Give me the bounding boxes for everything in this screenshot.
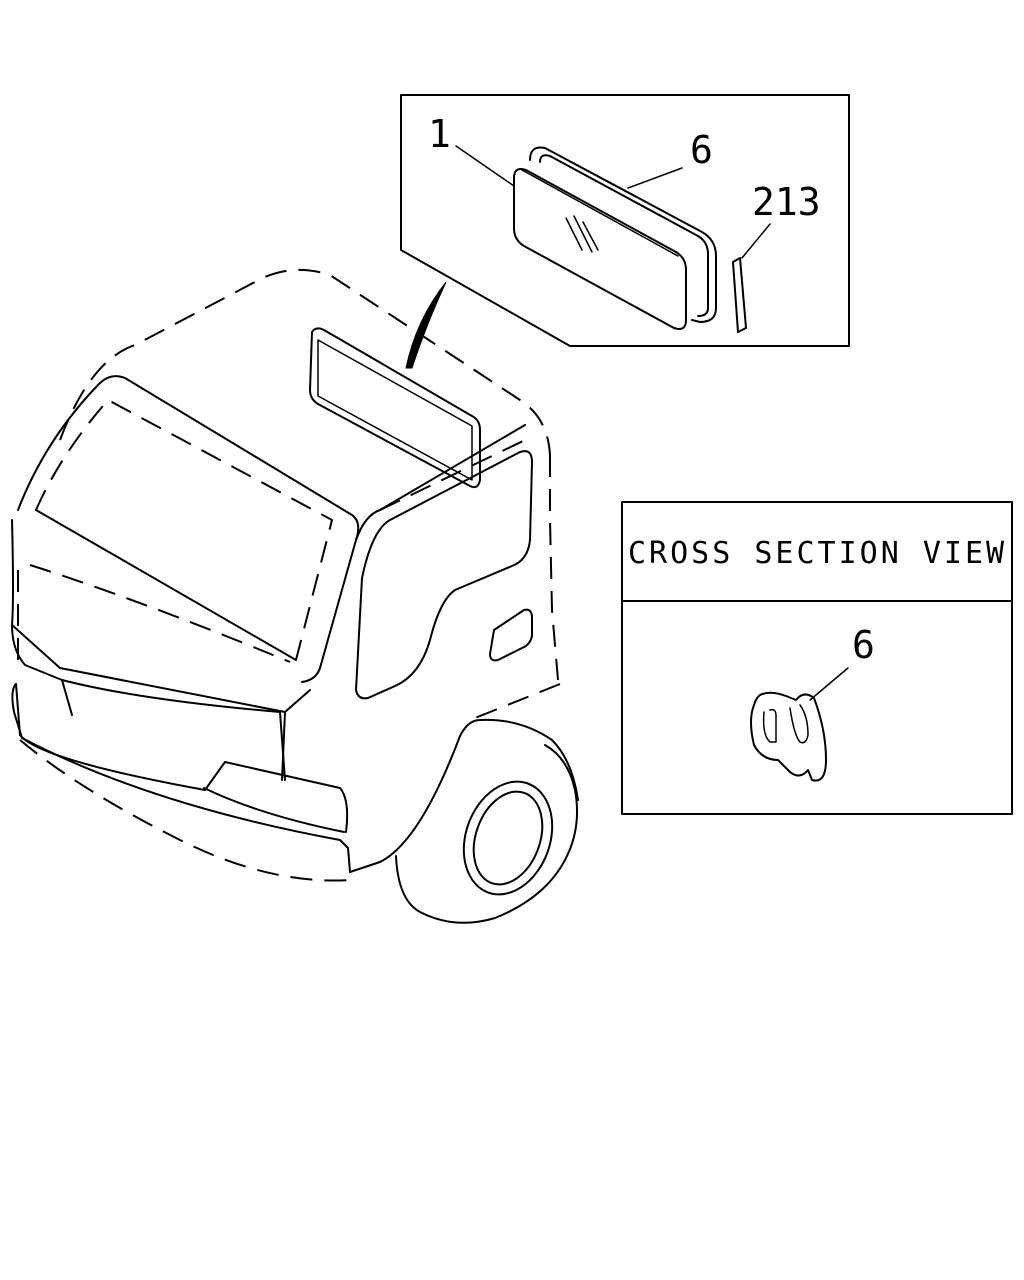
weatherstrip-profile xyxy=(750,691,827,782)
cross-section-frame xyxy=(621,501,1013,815)
roof-window-inner xyxy=(317,339,473,481)
front-wheel-hub xyxy=(472,790,544,886)
bumper-lower xyxy=(19,739,351,882)
weatherstrip-part xyxy=(529,146,717,323)
door-window xyxy=(355,450,533,700)
roof-window-outer xyxy=(309,327,481,489)
front-left-corner xyxy=(11,624,73,716)
glass-reflection-mark xyxy=(565,215,599,253)
windshield-frame xyxy=(17,375,360,683)
glass-part xyxy=(513,168,687,330)
leader-line-6 xyxy=(627,167,683,189)
detail-box-frame xyxy=(400,94,850,347)
weatherstrip-profile-channel xyxy=(762,704,809,744)
filler-strip-part xyxy=(732,257,747,333)
front-wheel-tire xyxy=(395,744,578,924)
cab-floor-line xyxy=(469,683,561,721)
front-face xyxy=(15,683,349,833)
windshield-glass xyxy=(35,398,334,661)
front-bumper xyxy=(11,683,351,873)
glass-part-edge xyxy=(521,169,679,257)
callout-filler: 213 xyxy=(752,180,821,224)
cross-section-box: CROSS SECTION VIEW 6 xyxy=(621,501,1013,815)
front-wheel-rim xyxy=(462,780,554,896)
callout-weatherstrip: 6 xyxy=(690,128,713,172)
windshield-lower-edge xyxy=(35,509,297,661)
truck-cab-illustration xyxy=(11,268,579,924)
hood-upper-line xyxy=(11,519,311,713)
detail-pointer xyxy=(405,281,447,369)
cross-section-title: CROSS SECTION VIEW xyxy=(628,536,1007,571)
callout-section-part: 6 xyxy=(852,623,875,667)
cab-side-front-edge xyxy=(281,711,286,781)
leader-line-1 xyxy=(455,145,515,187)
grille-upper xyxy=(61,679,286,781)
door-handle xyxy=(489,608,533,662)
callout-glass: 1 xyxy=(428,112,451,156)
cab-side-top-edge xyxy=(355,424,526,541)
weatherstrip-part-inner xyxy=(539,154,709,317)
detail-box: 1 6 213 xyxy=(400,94,850,347)
leader-line-213 xyxy=(741,223,771,259)
cab-side-rear-edge xyxy=(549,455,559,681)
cab-roof-outline xyxy=(59,268,551,456)
bumper-face xyxy=(203,787,345,833)
leader-line-section xyxy=(809,667,849,701)
cowl-line xyxy=(29,564,291,663)
cab-lower-edge xyxy=(349,718,579,873)
cab-roof-side-edge xyxy=(379,439,526,511)
